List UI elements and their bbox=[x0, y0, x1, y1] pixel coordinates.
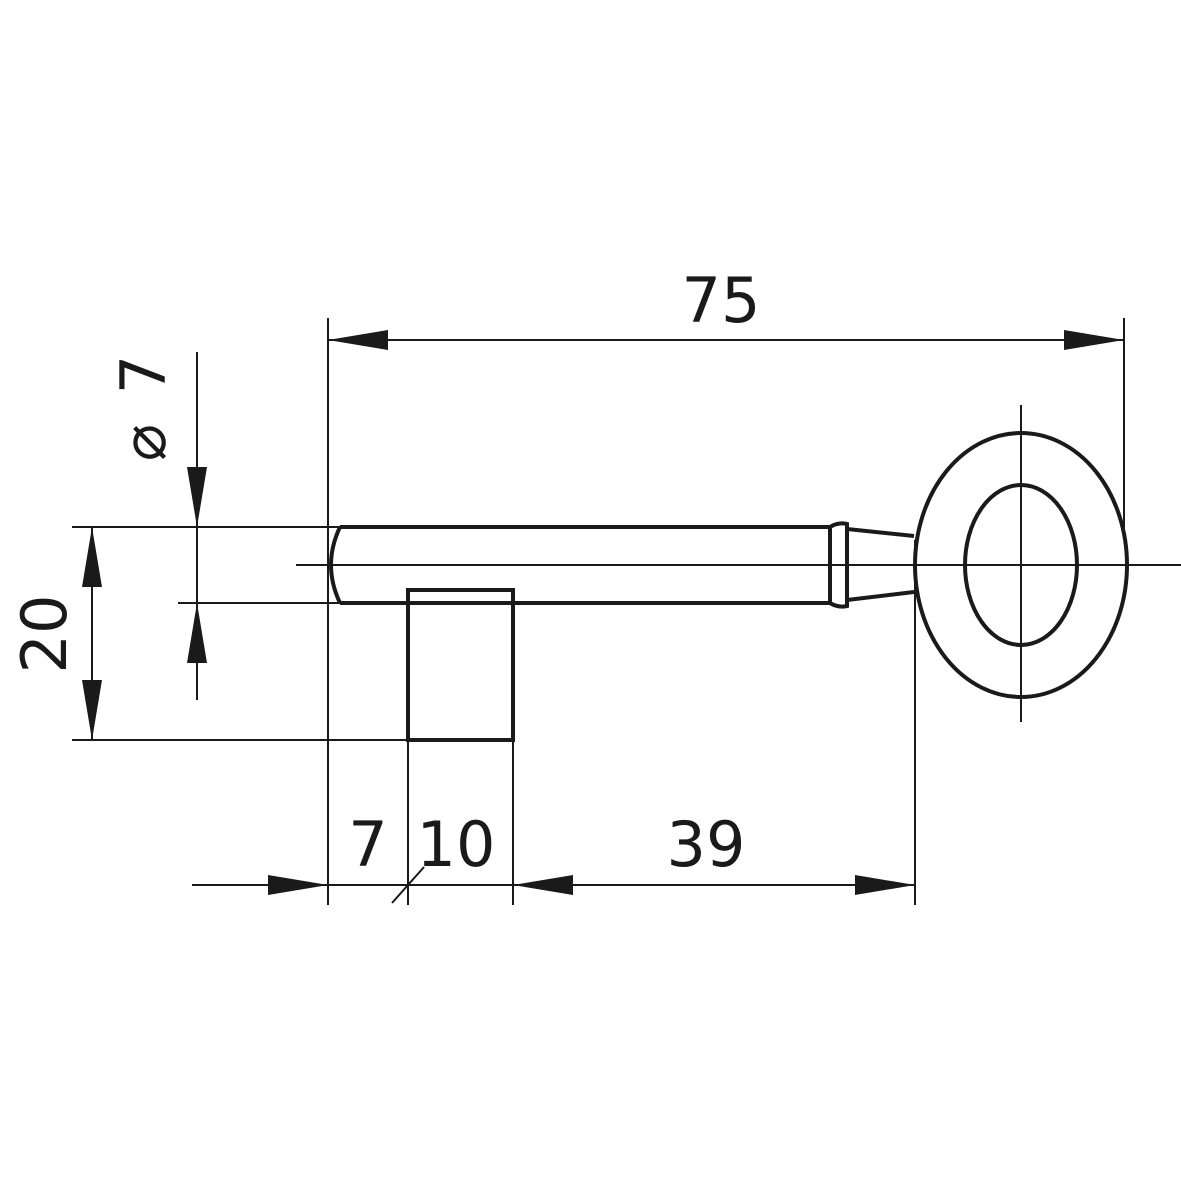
dimension-diameter: ⌀ 7 bbox=[107, 352, 207, 700]
dimension-chain-bottom: 7 10 39 bbox=[192, 808, 915, 904]
arrowhead-up bbox=[82, 527, 102, 587]
arrowhead-right bbox=[268, 875, 328, 895]
key-shaft bbox=[329, 525, 832, 605]
dim-label-20: 20 bbox=[8, 595, 81, 674]
arrowhead-left bbox=[513, 875, 573, 895]
arrowhead-right bbox=[1064, 330, 1124, 350]
dim-label-10: 10 bbox=[417, 808, 496, 881]
dim-label-75: 75 bbox=[682, 264, 761, 337]
extension-lines bbox=[72, 318, 1125, 905]
diameter-symbol: ⌀ bbox=[107, 424, 180, 461]
oblique-tick bbox=[391, 866, 425, 904]
diameter-value: 7 bbox=[107, 355, 180, 394]
dimension-overall-length: 75 bbox=[328, 264, 1124, 350]
key-neck bbox=[846, 527, 915, 602]
dim-label-diameter: ⌀ 7 bbox=[107, 355, 180, 462]
dim-label-39: 39 bbox=[667, 808, 746, 881]
dimension-bit-height: 20 bbox=[8, 527, 102, 740]
arrowhead-up bbox=[187, 603, 207, 663]
arrowhead-left bbox=[328, 330, 388, 350]
key-outline bbox=[329, 431, 1129, 742]
arrowhead-right bbox=[855, 875, 915, 895]
center-lines bbox=[296, 405, 1181, 722]
key-bit bbox=[406, 588, 515, 742]
arrowhead-down bbox=[82, 680, 102, 740]
dim-label-7: 7 bbox=[348, 808, 387, 881]
arrowhead-down bbox=[187, 467, 207, 527]
